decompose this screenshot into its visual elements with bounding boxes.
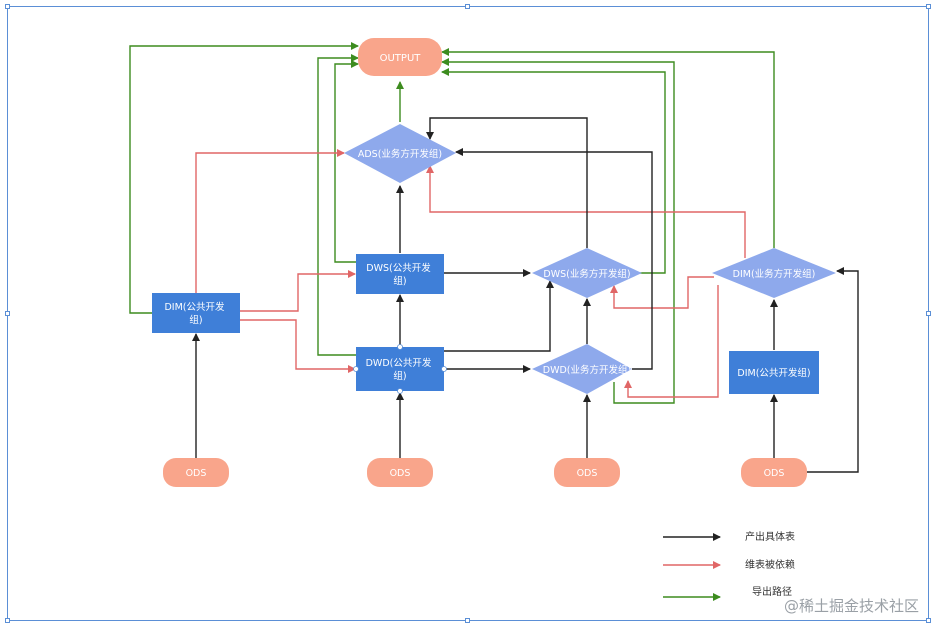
dws-public-label-line2: 组): [393, 275, 406, 287]
dim-left-label-line1: DIM(公共开发: [164, 301, 225, 313]
red-arrow-dimbiz-dwdbiz: [624, 285, 719, 398]
dws-public-label: DWS(公共开发 组): [366, 262, 433, 287]
red-arrow-dimleft-ads: [195, 149, 345, 293]
black-arrow-dwsbiz-ads: [426, 117, 588, 248]
dws-public-node[interactable]: DWS(公共开发 组): [356, 254, 444, 294]
dim-business-label: DIM(业务方开发组): [733, 268, 816, 280]
dim-business-node[interactable]: DIM(业务方开发组): [712, 248, 836, 298]
green-arrow-dwdpublic-output: [317, 54, 359, 356]
ods-node-3[interactable]: ODS: [554, 458, 620, 487]
black-arrow-ods4-dimbiz: [806, 267, 859, 473]
green-arrow-dwdbiz-output: [441, 58, 675, 404]
resize-handle[interactable]: [926, 4, 931, 9]
dwd-public-label: DWD(公共开发 组): [366, 357, 435, 382]
resize-handle[interactable]: [5, 618, 10, 623]
red-arrow-dimleft-dwdpublic: [240, 319, 356, 373]
resize-handle[interactable]: [465, 618, 470, 623]
red-arrow-dimleft-dwspublic: [240, 270, 356, 312]
dim-left-label-line2: 组): [189, 314, 202, 326]
ads-label: ADS(业务方开发组): [358, 148, 442, 160]
export-paths: [129, 42, 775, 404]
ods-label: ODS: [186, 468, 207, 479]
dwd-public-node[interactable]: DWD(公共开发 组): [353, 344, 447, 394]
ods-node-2[interactable]: ODS: [367, 458, 433, 487]
produce-paths: [192, 117, 859, 473]
ods-node-1[interactable]: ODS: [163, 458, 229, 487]
legend-export-label: 导出路径: [752, 585, 792, 598]
watermark: @稀土掘金技术社区: [783, 597, 919, 615]
black-arrow-dwdpublic-dwsbiz: [444, 280, 554, 352]
dim-right-node[interactable]: DIM(公共开发组): [729, 351, 819, 394]
dim-left-label: DIM(公共开发 组): [164, 301, 227, 326]
legend-dimension-label: 维表被依赖: [745, 558, 795, 571]
dim-left-node[interactable]: DIM(公共开发 组): [152, 293, 240, 333]
dws-public-label-line1: DWS(公共开发: [366, 262, 431, 274]
resize-handle[interactable]: [5, 4, 10, 9]
dwd-business-node[interactable]: DWD(业务方开发组): [532, 344, 632, 394]
legend-produce-label: 产出具体表: [745, 530, 795, 543]
ods-label: ODS: [764, 468, 785, 479]
dim-right-label: DIM(公共开发组): [737, 367, 810, 379]
black-arrow-dwdbiz-ads: [455, 148, 653, 370]
resize-handle[interactable]: [465, 4, 470, 9]
ods-label: ODS: [390, 468, 411, 479]
resize-handle[interactable]: [5, 311, 10, 316]
output-label: OUTPUT: [380, 53, 422, 64]
red-arrow-dimbiz-dwsbiz: [610, 276, 714, 309]
ads-node[interactable]: ADS(业务方开发组): [344, 124, 456, 183]
green-arrow-dwsbiz-output: [441, 68, 666, 274]
ods-node-4[interactable]: ODS: [741, 458, 807, 487]
resize-handle[interactable]: [926, 618, 931, 623]
resize-handle[interactable]: [926, 311, 931, 316]
connection-point[interactable]: [397, 344, 403, 350]
dwd-public-label-line1: DWD(公共开发: [366, 357, 432, 369]
green-arrow-dwspublic-output: [334, 60, 359, 263]
connection-point[interactable]: [353, 366, 359, 372]
output-node[interactable]: OUTPUT: [358, 38, 442, 76]
green-arrow-dimleft-output: [129, 42, 359, 314]
dws-business-node[interactable]: DWS(业务方开发组): [532, 248, 642, 298]
connection-point[interactable]: [397, 388, 403, 394]
ods-label: ODS: [577, 468, 598, 479]
green-arrow-dimbiz-output: [441, 48, 775, 248]
connection-point[interactable]: [441, 366, 447, 372]
legend: 产出具体表 维表被依赖 导出路径: [663, 530, 795, 601]
dimension-paths: [195, 149, 746, 398]
dwd-public-label-line2: 组): [393, 370, 406, 382]
dwd-business-label: DWD(业务方开发组): [543, 364, 631, 376]
dws-business-label: DWS(业务方开发组): [543, 268, 630, 280]
